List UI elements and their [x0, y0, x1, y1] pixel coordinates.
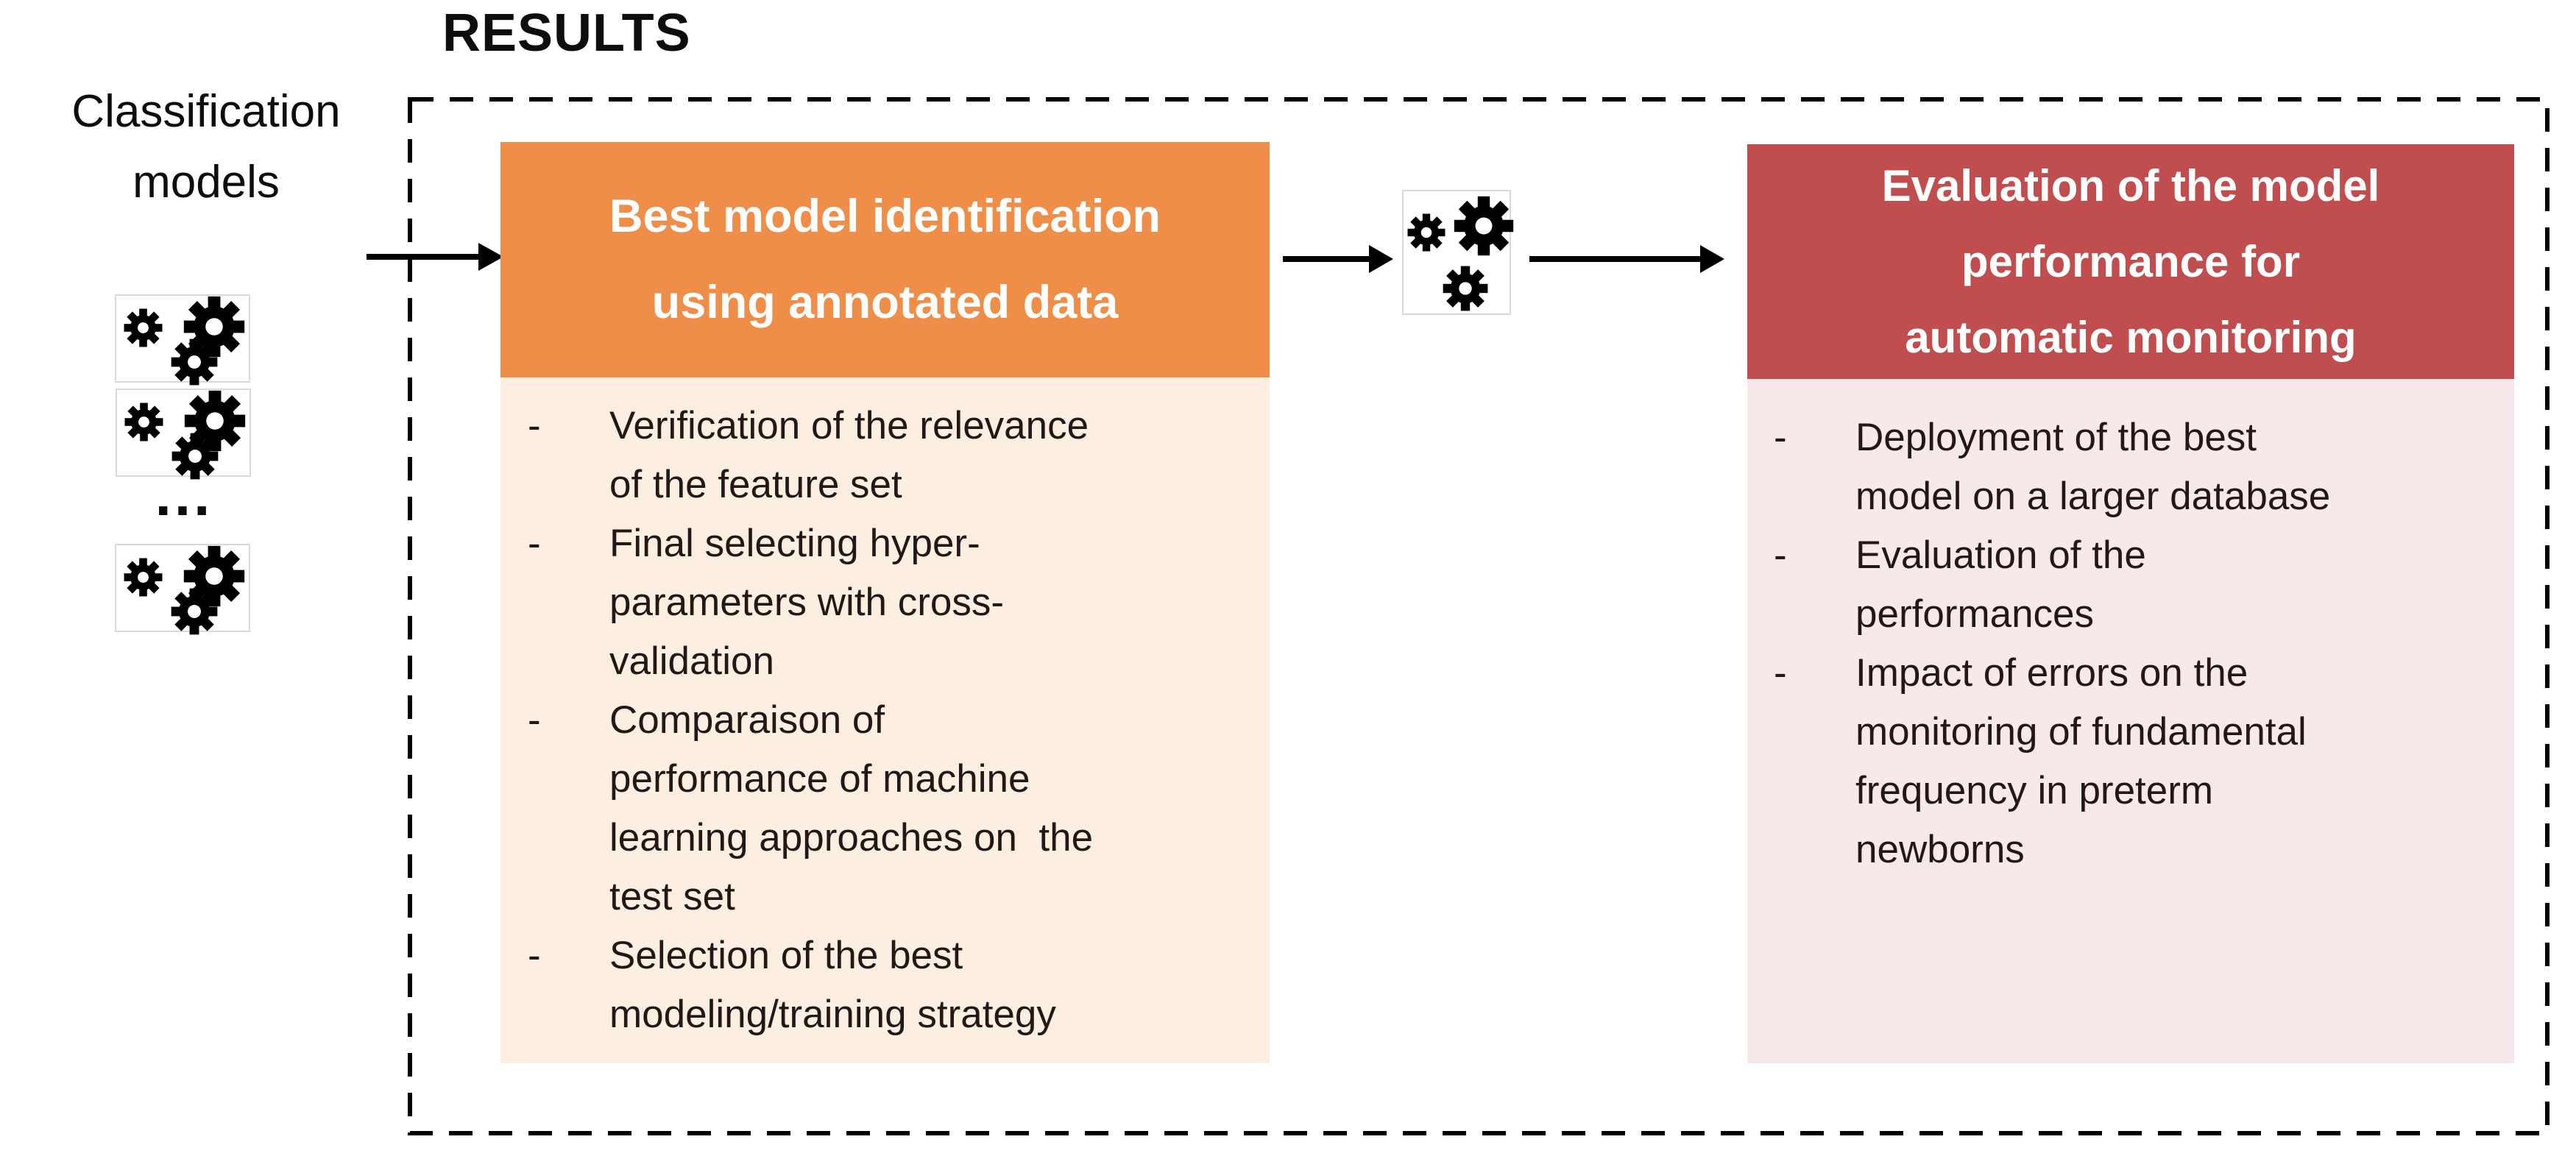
gear-medium-icon: [171, 338, 218, 386]
gear-medium-icon: [171, 588, 218, 635]
classification-models-label: Classification models: [71, 86, 341, 208]
step2-title-box: Evaluation of the model performance for …: [1747, 144, 2514, 379]
gear-medium-icon: [1443, 266, 1488, 311]
bullet-marker: -: [1774, 533, 1787, 577]
step2-details-box: - Deployment of the best model on a larg…: [1747, 379, 2514, 1063]
list-item: - Verification of the relevance of the f…: [528, 397, 1255, 514]
bullet-marker: -: [528, 522, 541, 565]
step1-title: Best model identification using annotate…: [609, 191, 1161, 328]
step2-title: Evaluation of the model performance for …: [1881, 160, 2380, 363]
results-heading: RESULTS: [442, 4, 691, 63]
step1-title-box: Best model identification using annotate…: [500, 142, 1270, 377]
list-item-text: Impact of errors on the monitoring of fu…: [1855, 651, 2307, 871]
list-item: - Comparaison of performance of machine …: [528, 691, 1255, 926]
step1-details-box: - Verification of the relevance of the f…: [500, 377, 1270, 1063]
gear-small-icon: [124, 558, 163, 597]
bullet-marker: -: [1774, 651, 1787, 695]
gear-small-icon: [124, 308, 163, 347]
bullet-marker: -: [528, 404, 541, 447]
list-item-text: Selection of the best modeling/training …: [609, 934, 1056, 1036]
gear-large-icon: [1454, 196, 1514, 256]
classification-model-gears-icon: [116, 389, 251, 477]
list-item-text: Evaluation of the performances: [1855, 533, 2146, 636]
arrow-model-to-step2: [1529, 245, 1724, 273]
arrow-step1-to-model: [1283, 245, 1393, 273]
selected-model-gears-icon: [1402, 190, 1511, 315]
list-item-text: Final selecting hyper- parameters with c…: [609, 522, 1005, 683]
list-item: - Evaluation of the performances: [1774, 526, 2499, 644]
gear-small-icon: [124, 403, 163, 442]
list-item: - Selection of the best modeling/trainin…: [528, 926, 1255, 1044]
list-item-text: Verification of the relevance of the fea…: [609, 404, 1089, 506]
classification-model-gears-icon: [115, 544, 250, 632]
list-item: - Final selecting hyper- parameters with…: [528, 514, 1255, 691]
arrow-input-to-step1: [367, 243, 503, 271]
bullet-marker: -: [528, 698, 541, 742]
list-item-text: Comparaison of performance of machine le…: [609, 698, 1094, 918]
gear-small-icon: [1407, 213, 1446, 252]
bullet-marker: -: [1774, 416, 1787, 459]
classification-model-gears-icon: [115, 294, 250, 383]
list-item: - Deployment of the best model on a larg…: [1774, 408, 2499, 526]
list-item-text: Deployment of the best model on a larger…: [1855, 416, 2331, 518]
more-models-ellipsis: ...: [155, 462, 213, 528]
list-item: - Impact of errors on the monitoring of …: [1774, 644, 2499, 879]
bullet-marker: -: [528, 934, 541, 977]
